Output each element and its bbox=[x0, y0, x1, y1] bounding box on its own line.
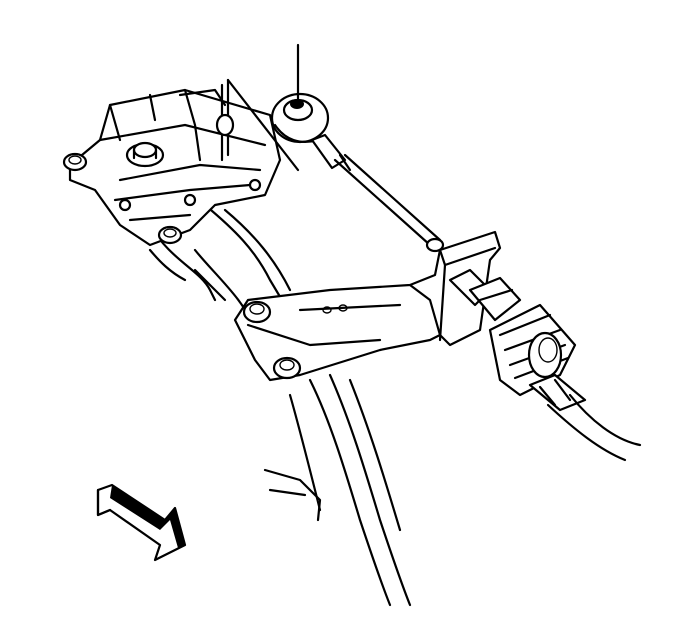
frame-crossmember bbox=[148, 203, 412, 607]
shift-cable-end-grommet bbox=[270, 43, 330, 144]
transmission-range-selector-housing bbox=[62, 78, 300, 247]
shift-cable-conduit bbox=[528, 373, 642, 462]
shift-cable-rod bbox=[310, 133, 445, 253]
front-of-vehicle-arrow bbox=[96, 483, 187, 562]
shift-cable-adjuster bbox=[448, 268, 577, 397]
cable-mounting-bracket bbox=[233, 230, 502, 382]
